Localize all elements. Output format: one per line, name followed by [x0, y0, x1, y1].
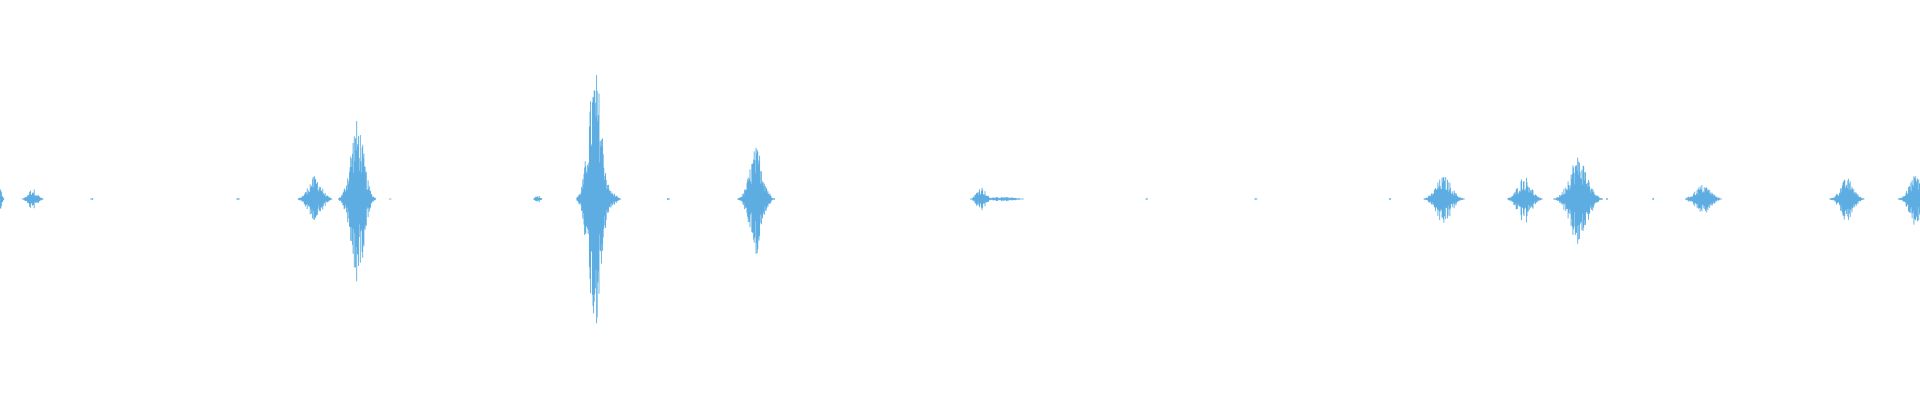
waveform-burst-path: [1651, 198, 1655, 200]
waveform-burst-path: [1553, 157, 1603, 244]
waveform-burst: [1254, 198, 1258, 200]
waveform-burst-path: [236, 198, 240, 200]
waveform-burst-path: [980, 197, 1025, 202]
waveform-burst-path: [90, 198, 94, 200]
waveform-burst-path: [1605, 198, 1609, 200]
waveform-burst-path: [1388, 198, 1392, 200]
waveform-burst: [1829, 178, 1865, 220]
waveform-burst-path: [0, 189, 5, 209]
waveform-burst: [1506, 177, 1544, 223]
waveform-burst: [90, 198, 94, 200]
waveform-burst: [667, 198, 670, 200]
waveform-bursts: [0, 75, 1920, 324]
waveform-burst: [1685, 185, 1722, 213]
waveform-burst-path: [1506, 177, 1544, 223]
waveform-burst-path: [297, 176, 333, 220]
waveform-burst: [1423, 177, 1465, 223]
waveform-burst-path: [533, 196, 543, 203]
waveform-burst-path: [1423, 177, 1465, 223]
waveform-burst: [600, 191, 621, 208]
waveform-burst-path: [1145, 198, 1148, 200]
waveform-burst-path: [667, 198, 670, 200]
waveform-burst: [533, 196, 543, 203]
waveform-burst-path: [1897, 176, 1920, 225]
waveform-burst-path: [389, 198, 392, 200]
waveform-burst: [338, 120, 376, 282]
waveform-burst: [1553, 157, 1603, 244]
waveform-burst: [297, 176, 333, 220]
waveform-burst: [737, 147, 776, 254]
waveform-burst: [980, 197, 1025, 202]
waveform-burst: [236, 198, 240, 200]
waveform-burst: [1651, 198, 1655, 200]
waveform-burst: [1388, 198, 1392, 200]
waveform-burst-path: [21, 189, 44, 209]
waveform-burst-path: [1829, 178, 1865, 220]
waveform-burst-path: [1254, 198, 1258, 200]
waveform-burst-path: [737, 147, 776, 254]
waveform-burst: [1897, 176, 1920, 225]
waveform-burst: [0, 189, 5, 209]
waveform-burst: [1145, 198, 1148, 200]
waveform-burst: [1605, 198, 1609, 200]
waveform-burst: [21, 189, 44, 209]
waveform-burst-path: [338, 120, 376, 282]
waveform-burst-path: [600, 191, 621, 208]
waveform-burst-path: [1685, 185, 1722, 213]
waveform-burst: [389, 198, 392, 200]
